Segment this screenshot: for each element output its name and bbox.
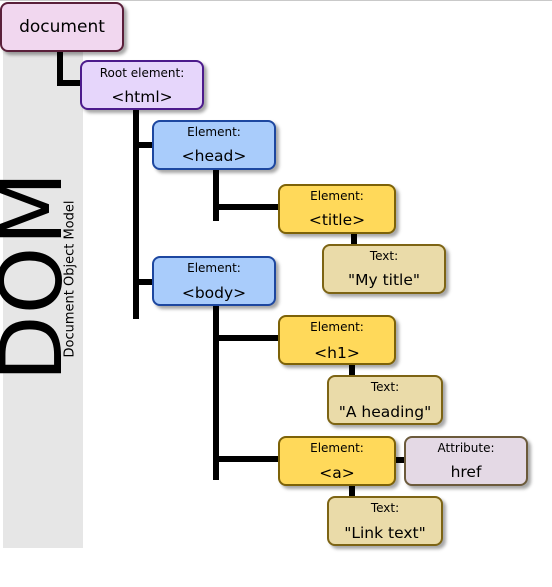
node-h1-tag: <h1> [314, 344, 360, 362]
node-a-text-value: "Link text" [344, 524, 426, 542]
node-a-text-caption: Text: [370, 501, 400, 515]
node-html-caption: Root element: [99, 66, 185, 80]
node-h1-text-value: "A heading" [338, 403, 432, 421]
node-title-text-caption: Text: [369, 249, 399, 263]
top-border-line [0, 0, 552, 1]
node-a-attribute: Attribute: href [404, 436, 528, 486]
node-h1-text: Text: "A heading" [327, 375, 443, 425]
connector-body-a [213, 456, 281, 462]
node-title-caption: Element: [310, 189, 364, 203]
connector-a-attribute [395, 457, 407, 463]
connector-head-title [213, 204, 281, 210]
dom-sidebar [3, 48, 83, 548]
node-a-attribute-caption: Attribute: [437, 441, 495, 455]
connector-document-html-vertical [57, 50, 63, 86]
connector-title-text [351, 232, 357, 246]
node-title-tag: <title> [308, 211, 366, 229]
node-html-tag: <html> [111, 88, 173, 106]
node-a: Element: <a> [278, 436, 396, 486]
node-title-text-value: "My title" [347, 271, 421, 289]
node-document: document [0, 2, 124, 52]
connector-html-body [133, 279, 155, 285]
node-body-caption: Element: [187, 261, 241, 275]
node-head-caption: Element: [187, 125, 241, 139]
node-a-attribute-value: href [450, 463, 482, 481]
node-a-text: Text: "Link text" [327, 496, 443, 546]
node-h1: Element: <h1> [278, 315, 396, 365]
connector-document-html-horizontal [57, 80, 81, 86]
node-head: Element: <head> [152, 120, 276, 170]
connector-html-head [133, 142, 155, 148]
node-document-label: document [19, 17, 105, 37]
node-h1-text-caption: Text: [370, 380, 400, 394]
connector-html-children-trunk [133, 108, 139, 319]
node-body-tag: <body> [181, 284, 247, 302]
connector-head-trunk [213, 168, 219, 221]
connector-a-text [349, 484, 355, 498]
node-a-caption: Element: [310, 441, 364, 455]
node-title-text: Text: "My title" [322, 244, 446, 294]
connector-body-trunk [213, 304, 219, 480]
connector-h1-text [349, 363, 355, 377]
node-body: Element: <body> [152, 256, 276, 306]
node-html: Root element: <html> [80, 60, 204, 110]
dom-subtitle: Document Object Model [62, 200, 78, 358]
node-h1-caption: Element: [310, 320, 364, 334]
connector-body-h1 [213, 335, 281, 341]
node-title: Element: <title> [278, 184, 396, 234]
node-a-tag: <a> [319, 464, 355, 482]
node-head-tag: <head> [181, 147, 247, 165]
